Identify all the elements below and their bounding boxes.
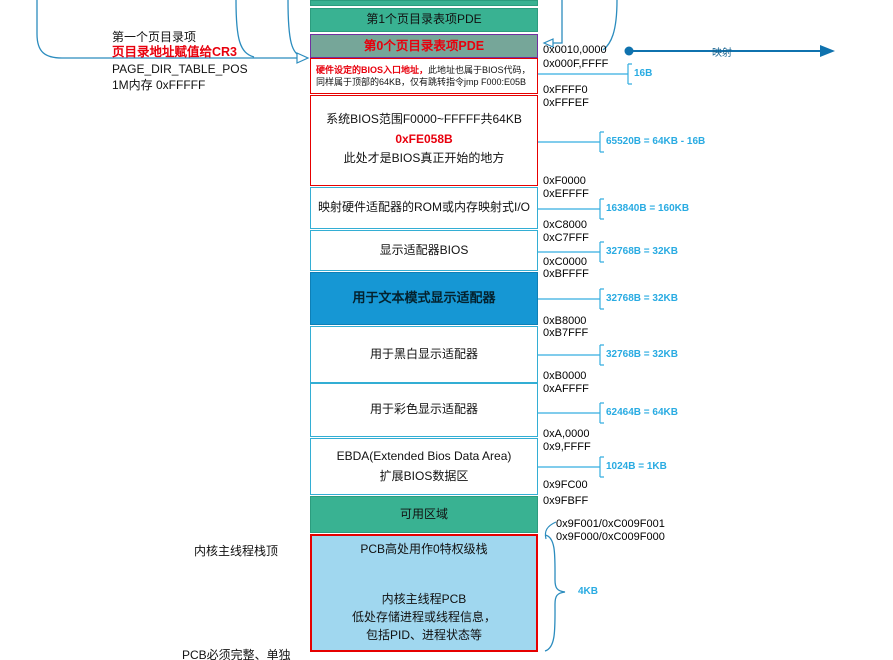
addr-0x9F000: 0x9F000/0xC009F000: [556, 531, 665, 543]
size-65520b: 65520B = 64KB - 16B: [606, 136, 706, 147]
size-163840b: 163840B = 160KB: [606, 203, 690, 214]
bracket-163840b: [538, 198, 604, 220]
size-1kb: 1024B = 1KB: [606, 461, 667, 472]
addr-0xB7FFF: 0xB7FFF: [543, 327, 589, 339]
region-system-bios: 系统BIOS范围F0000~FFFFF共64KB 0xFE058B 此处才是BI…: [310, 95, 538, 186]
left-callout-line: [36, 0, 297, 59]
mapping-arrow-dot: [624, 46, 634, 56]
region-color-adapter: 用于彩色显示适配器: [310, 383, 538, 437]
system-bios-line1: 系统BIOS范围F0000~FFFFF共64KB: [326, 112, 522, 126]
region-adapter-rom: 映射硬件适配器的ROM或内存映射式I/O: [310, 187, 538, 229]
region-pde1: 第1个页目录表项PDE: [310, 8, 538, 32]
addr-0xC8000: 0xC8000: [543, 219, 588, 231]
addr-0xF0000: 0xF0000: [543, 175, 586, 187]
left-callout-curve-2: [287, 0, 303, 58]
note-cr3-assignment: 页目录地址赋值给CR3: [112, 45, 238, 59]
region-pde1-label: 第1个页目录表项PDE: [366, 12, 482, 27]
addr-0xFFFEF: 0xFFFEF: [543, 97, 589, 109]
addr-0xA0000: 0xA,0000: [543, 428, 590, 440]
region-top-sliver: [310, 0, 538, 6]
bracket-1kb: [538, 456, 604, 478]
mapping-label: 映射: [712, 48, 732, 59]
system-bios-line3: 此处才是BIOS真正开始的地方: [343, 151, 505, 166]
region-display-bios: 显示适配器BIOS: [310, 230, 538, 271]
region-mono-adapter: 用于黑白显示适配器: [310, 326, 538, 383]
region-usable: 可用区域: [310, 496, 538, 533]
right-callout-curve: [602, 0, 618, 51]
addr-0x9FC00: 0x9FC00: [543, 479, 588, 491]
size-16b: 16B: [634, 68, 653, 79]
bios-entry-highlight: 硬件设定的BIOS入口地址，: [316, 64, 429, 75]
size-brackets: [538, 63, 632, 478]
bracket-32kb-2: [538, 288, 604, 310]
addr-0xFFFF0: 0xFFFF0: [543, 84, 588, 96]
bracket-32kb-1: [538, 241, 604, 263]
addr-0x9F001: 0x9F001/0xC009F001: [556, 518, 665, 530]
region-ebda: EBDA(Extended Bios Data Area) 扩展BIOS数据区: [310, 438, 538, 495]
right-callout-line: [553, 0, 563, 44]
pcb-stack-note: PCB高处用作0特权级栈: [360, 542, 488, 556]
size-62464b: 62464B = 64KB: [606, 407, 678, 418]
region-bios-entry: 硬件设定的BIOS入口地址，此地址也属于BIOS代码，同样属于顶部的64KB，仅…: [310, 58, 538, 94]
pcb-4kb-brace: [544, 534, 566, 652]
addr-0x000FFFFF: 0x000F,FFFF: [543, 58, 609, 70]
left-open-arrowhead: [296, 52, 310, 64]
region-color-label: 用于彩色显示适配器: [369, 402, 478, 417]
note-page-dir-pos: PAGE_DIR_TABLE_POS: [112, 62, 248, 76]
region-mono-label: 用于黑白显示适配器: [369, 346, 478, 361]
region-text-mode-adapter: 用于文本模式显示适配器: [310, 272, 538, 325]
pcb-line3: 包括PID、进程状态等: [365, 628, 482, 642]
addr-0xB8000: 0xB8000: [543, 315, 587, 327]
size-32kb-1: 32768B = 32KB: [606, 246, 678, 257]
region-display-bios-label: 显示适配器BIOS: [379, 242, 469, 257]
right-open-arrowhead: [542, 38, 554, 48]
size-32kb-2: 32768B = 32KB: [606, 293, 678, 304]
region-text-mode-label: 用于文本模式显示适配器: [352, 290, 496, 306]
addr-0xC0000: 0xC0000: [543, 256, 588, 268]
pcb-line2: 低处存储进程或线程信息，: [351, 610, 496, 624]
pcb-brace-tail-curve: [544, 521, 557, 540]
addr-0x9FBFF: 0x9FBFF: [543, 495, 589, 507]
addr-0x9FFFF: 0x9,FFFF: [543, 441, 591, 453]
addr-0xBFFFF: 0xBFFFF: [543, 268, 589, 280]
bios-entry-rest: 此地址也属于BIOS代码，同样属于顶部的64KB，仅有跳转指令jmp F000:…: [316, 64, 531, 87]
region-pde0-label: 第0个页目录表项PDE: [363, 38, 485, 53]
region-usable-label: 可用区域: [399, 506, 448, 521]
system-bios-entry-address: 0xFE058B: [395, 131, 453, 146]
bracket-65520b: [538, 131, 604, 153]
addr-0xAFFFF: 0xAFFFF: [543, 383, 589, 395]
addr-0xC7FFF: 0xC7FFF: [543, 232, 589, 244]
bracket-62464b: [538, 402, 604, 424]
region-bios-entry-text: 硬件设定的BIOS入口地址，此地址也属于BIOS代码，同样属于顶部的64KB，仅…: [316, 64, 532, 88]
region-kernel-pcb: PCB高处用作0特权级栈 内核主线程PCB 低处存储进程或线程信息， 包括PID…: [310, 534, 538, 652]
region-ebda-line1: EBDA(Extended Bios Data Area): [336, 449, 512, 464]
size-32kb-3: 32768B = 32KB: [606, 349, 678, 360]
addr-0x00100000: 0x0010,0000: [543, 44, 607, 56]
note-first-pde: 第一个页目录项: [112, 30, 197, 44]
left-callout-curve-1: [235, 0, 255, 58]
region-adapter-rom-label: 映射硬件适配器的ROM或内存映射式I/O: [318, 200, 530, 215]
bracket-16b: [538, 63, 632, 85]
note-1m-memory: 1M内存 0xFFFFF: [112, 78, 206, 92]
addr-0xEFFFF: 0xEFFFF: [543, 188, 589, 200]
region-pde0: 第0个页目录表项PDE: [310, 34, 538, 58]
size-4kb: 4KB: [578, 586, 599, 597]
addr-0xB0000: 0xB0000: [543, 370, 587, 382]
pcb-bottom-notes: 内核主线程PCB 低处存储进程或线程信息， 包括PID、进程状态等: [352, 590, 496, 644]
mapping-arrowhead: [820, 45, 835, 57]
region-ebda-line2: 扩展BIOS数据区: [379, 468, 469, 483]
note-kernel-stack-top: 内核主线程栈顶: [194, 544, 279, 558]
pcb-line1: 内核主线程PCB: [381, 592, 467, 606]
note-pcb-requirement: PCB必须完整、单独: [182, 648, 291, 660]
bracket-32kb-3: [538, 344, 604, 366]
